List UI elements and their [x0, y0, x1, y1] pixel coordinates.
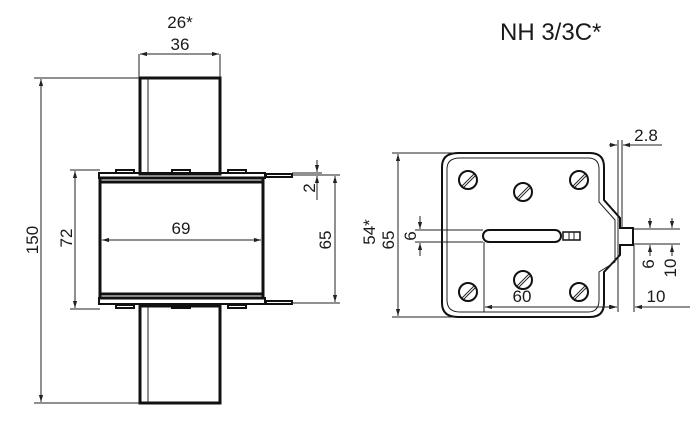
dim-slot-length: 60	[513, 287, 532, 306]
dim-tab-outer: 10	[661, 259, 680, 278]
top-blade	[138, 76, 222, 176]
dim-tab-length: 10	[647, 287, 666, 306]
dim-plate-thickness: 2	[300, 183, 319, 192]
side-view: 36 26* 150 72 69 65 2	[23, 13, 340, 405]
dim-width-alt: 26*	[167, 13, 193, 32]
dim-inner-height: 65	[316, 231, 335, 250]
drawing-title: NH 3/3C*	[500, 19, 601, 46]
bottom-tab	[265, 300, 293, 305]
screws	[458, 170, 589, 302]
dim-height-alt: 54*	[360, 219, 379, 245]
contact-plate	[441, 152, 634, 318]
dim-slot-width: 6	[401, 231, 420, 240]
dim-body-width: 69	[172, 219, 191, 238]
dim-height: 65	[379, 231, 398, 250]
slot	[482, 229, 562, 243]
bottom-blade	[138, 304, 222, 405]
dim-width: 36	[171, 35, 190, 54]
fuse-body	[98, 176, 265, 300]
dim-tab-thickness: 2.8	[634, 126, 658, 145]
dim-body-height: 72	[57, 229, 76, 248]
top-tab	[265, 173, 293, 178]
dim-tab-width: 6	[639, 259, 658, 268]
dim-total-length: 150	[23, 226, 42, 254]
end-view: 65 54* 6 60 2.8 6 10 10	[360, 126, 690, 318]
